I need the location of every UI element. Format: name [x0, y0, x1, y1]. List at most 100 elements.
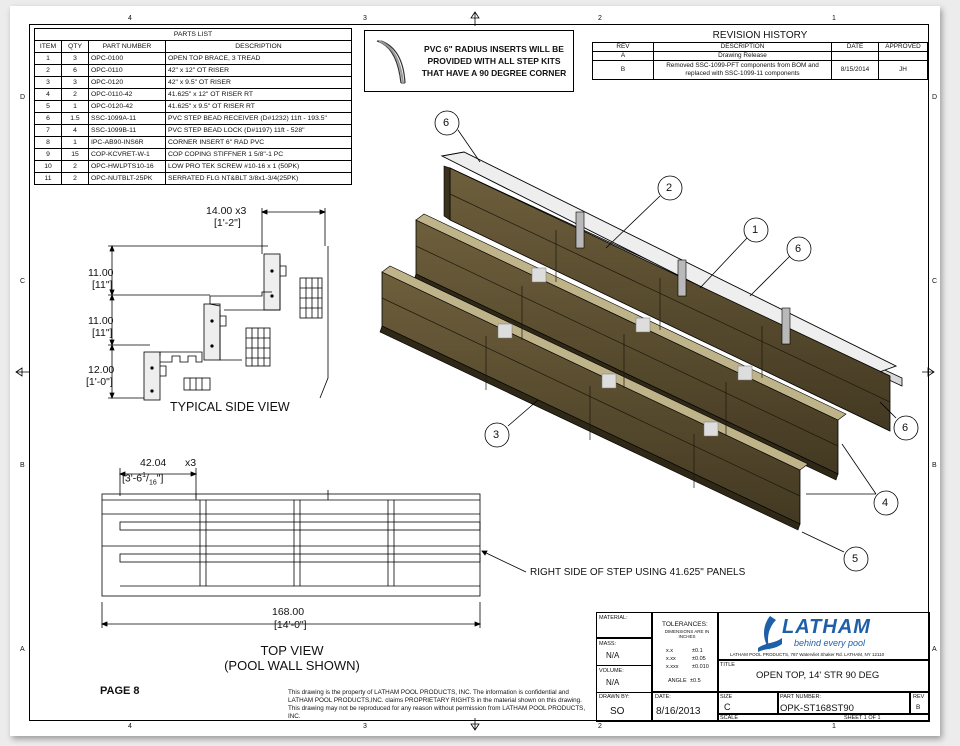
- side-h2-dim-ft: [11"]: [92, 327, 113, 339]
- latham-logo: LATHAM: [782, 616, 871, 638]
- radius-insert-note: PVC 6" RADIUS INSERTS WILL BE PROVIDED W…: [364, 30, 574, 92]
- zone-right-a: A: [932, 646, 937, 653]
- size-label: SIZE: [720, 694, 733, 700]
- proprietary-notice: This drawing is the property of LATHAM P…: [288, 689, 586, 720]
- latham-wave-icon: [758, 616, 782, 652]
- top-panel-dim: 42.04: [140, 457, 167, 469]
- side-h1-dim-ft: [11"]: [92, 279, 113, 291]
- zone-left-c: C: [20, 278, 26, 285]
- tol-x-xxx: x.xxx: [666, 664, 679, 670]
- top-total-dim: 168.00: [272, 606, 305, 618]
- revision-history-title: REVISION HISTORY: [712, 30, 808, 41]
- drawing-sheet: 4 3 2 1 4 3 2 1 D C B A D C B A PARTS LI…: [10, 6, 940, 736]
- zone-bottom-3: 3: [363, 723, 367, 730]
- top-view-drawing: [100, 468, 527, 628]
- scale-label: SCALE: [720, 715, 739, 721]
- zone-right-b: B: [932, 462, 937, 469]
- zone-right-d: D: [932, 94, 938, 101]
- part-number-label: PART NUMBER:: [780, 694, 821, 700]
- tol-x-xxx-value: ±0.010: [692, 664, 709, 670]
- title-block: MATERIAL: MASS: N/A VOLUME: N/A DRAWN BY…: [596, 612, 930, 722]
- side-h2-dim: 11.00: [88, 315, 114, 327]
- tol-x-xx-value: ±0.05: [692, 656, 706, 662]
- top-view-title: TOP VIEW: [260, 643, 324, 658]
- note-text: PVC 6" RADIUS INSERTS WILL BE PROVIDED W…: [421, 44, 567, 78]
- balloon-6-mid: 6: [795, 243, 802, 255]
- rev-b-approved: JH: [878, 60, 928, 80]
- size-value: C: [724, 702, 731, 712]
- zone-top-2: 2: [598, 15, 602, 22]
- zone-left-b: B: [20, 462, 25, 469]
- material-label: MATERIAL:: [599, 615, 628, 621]
- zone-bottom-1: 1: [832, 723, 836, 730]
- balloon-6-top: 6: [443, 117, 450, 129]
- rev-b-date: 8/15/2014: [831, 60, 879, 80]
- sheet-count: SHEET 1 OF 1: [844, 715, 881, 721]
- tolerances-note: DIMENSIONS ARE IN INCHES: [664, 629, 710, 639]
- angle-tol: ±0.5: [690, 678, 701, 684]
- page-label: PAGE 8: [100, 685, 140, 697]
- top-panel-dim-mult: x3: [185, 457, 197, 469]
- rev-b: B: [592, 60, 654, 80]
- date-label: DATE:: [655, 694, 671, 700]
- side-view-drawing: [108, 208, 329, 401]
- zone-left-a: A: [20, 646, 25, 653]
- side-h3-dim-ft: [1'-0"]: [86, 376, 113, 388]
- balloon-4: 4: [882, 497, 889, 509]
- centering-marks: [15, 11, 935, 731]
- zone-left-d: D: [20, 94, 26, 101]
- tol-x-xx: x.xx: [666, 656, 676, 662]
- balloon-5: 5: [852, 553, 859, 565]
- drawing-title: OPEN TOP, 14' STR 90 DEG: [756, 670, 880, 681]
- latham-address: LATHAM POOL PRODUCTS, 787 Watervliet Sha…: [730, 652, 885, 657]
- revision-history-table: REVISION HISTORY REV DESCRIPTION DATE AP…: [592, 30, 928, 80]
- balloon-6-right: 6: [902, 422, 909, 434]
- tol-x-x-value: ±0.1: [692, 648, 703, 654]
- date-value: 8/16/2013: [656, 706, 701, 717]
- side-view-title: TYPICAL SIDE VIEW: [170, 400, 290, 414]
- title-label: TITLE: [720, 662, 735, 668]
- top-panel-dim-ft: [3'-61/16"]: [122, 472, 164, 487]
- part-number-value: OPK-ST168ST90: [780, 703, 854, 714]
- zone-right-c: C: [932, 278, 938, 285]
- volume-label: VOLUME:: [599, 668, 624, 674]
- angle-label: ANGLE: [668, 678, 687, 684]
- side-h1-dim: 11.00: [88, 267, 114, 279]
- mass-value: N/A: [606, 651, 620, 660]
- item-part-number: OPC-NUTBLT-25PK: [88, 172, 166, 185]
- drawn-by-value: SO: [610, 706, 625, 717]
- side-width-dim: 14.00 x3: [206, 205, 247, 217]
- tol-x-x: x.x: [666, 648, 674, 654]
- parts-list-table: PARTS LIST ITEM QTY PART NUMBER DESCRIPT…: [34, 28, 352, 185]
- balloon-2: 2: [666, 182, 673, 194]
- item-description: SERRATED FLG NT&BLT 3/8x1-3/4(25PK): [165, 172, 352, 185]
- zone-bottom-2: 2: [598, 723, 602, 730]
- side-width-dim-ft: [1'-2"]: [214, 217, 241, 229]
- corner-insert-icon: [376, 40, 406, 84]
- isometric-step-assembly: [379, 110, 919, 572]
- side-h3-dim: 12.00: [88, 364, 115, 376]
- drawing-border: [29, 24, 929, 721]
- drawn-by-label: DRAWN BY:: [599, 694, 630, 700]
- zone-top-3: 3: [363, 15, 367, 22]
- right-side-callout: RIGHT SIDE OF STEP USING 41.625" PANELS: [530, 567, 746, 578]
- zone-top-1: 1: [832, 15, 836, 22]
- latham-tagline: behind every pool: [794, 638, 866, 648]
- top-total-dim-ft: [14'-0"]: [274, 619, 307, 631]
- balloon-1: 1: [752, 224, 759, 236]
- balloon-3: 3: [493, 429, 500, 441]
- rev-label: REV: [913, 694, 925, 700]
- zone-top-4: 4: [128, 15, 132, 22]
- tolerances-label: TOLERANCES:: [662, 621, 708, 628]
- top-view-subtitle: (POOL WALL SHOWN): [224, 658, 360, 673]
- zone-bottom-4: 4: [128, 723, 132, 730]
- volume-value: N/A: [606, 678, 620, 687]
- rev-value: B: [916, 704, 921, 711]
- mass-label: MASS:: [599, 641, 617, 647]
